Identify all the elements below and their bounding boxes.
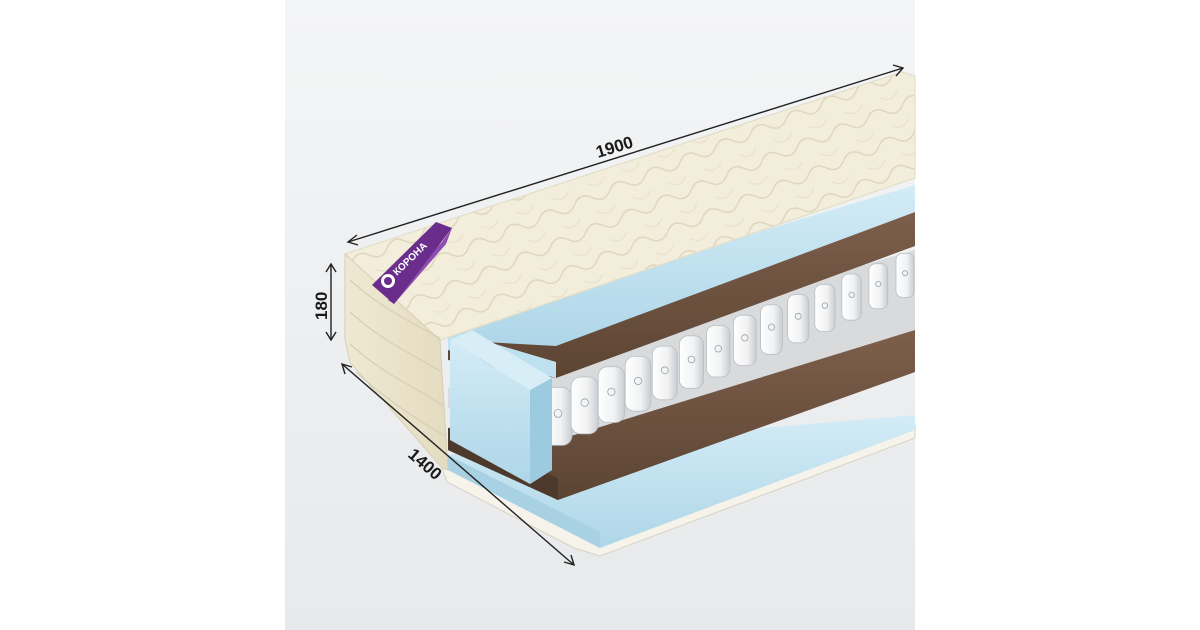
mattress-side-cover bbox=[344, 252, 449, 471]
spring-pocket-logo-icon bbox=[714, 345, 722, 353]
spring-pocket bbox=[651, 345, 678, 401]
mattress-side-foam-block bbox=[450, 330, 552, 484]
spring-pocket-logo-icon bbox=[794, 312, 802, 320]
spring-pocket-logo-icon bbox=[607, 387, 616, 396]
spring-pocket bbox=[814, 283, 836, 332]
spring-pocket-logo-icon bbox=[660, 366, 669, 375]
spring-pocket-logo-icon bbox=[875, 280, 882, 287]
spring-pocket bbox=[679, 335, 705, 389]
dimension-length-label: 1900 bbox=[594, 133, 636, 162]
spring-pocket-logo-icon bbox=[634, 376, 643, 385]
spring-pocket-logo-icon bbox=[553, 409, 563, 418]
spring-pocket-logo-icon bbox=[687, 355, 696, 364]
dimension-height: 180 bbox=[312, 262, 337, 342]
spring-pocket bbox=[733, 314, 757, 367]
spring-pocket bbox=[597, 366, 626, 423]
spring-pocket-logo-icon bbox=[768, 323, 776, 331]
dimension-height-label: 180 bbox=[312, 292, 331, 320]
spring-pocket-logo-icon bbox=[902, 270, 908, 277]
spring-pocket-logo-icon bbox=[741, 334, 749, 342]
spring-pocket-logo-icon bbox=[848, 291, 855, 298]
spring-pocket-logo-icon bbox=[821, 302, 829, 309]
spring-pocket bbox=[706, 325, 731, 378]
spring-pocket bbox=[624, 355, 652, 412]
spring-pocket bbox=[570, 376, 599, 435]
spring-pocket-logo-icon bbox=[580, 398, 589, 407]
spring-pocket bbox=[787, 294, 810, 344]
spring-pocket bbox=[760, 304, 783, 355]
